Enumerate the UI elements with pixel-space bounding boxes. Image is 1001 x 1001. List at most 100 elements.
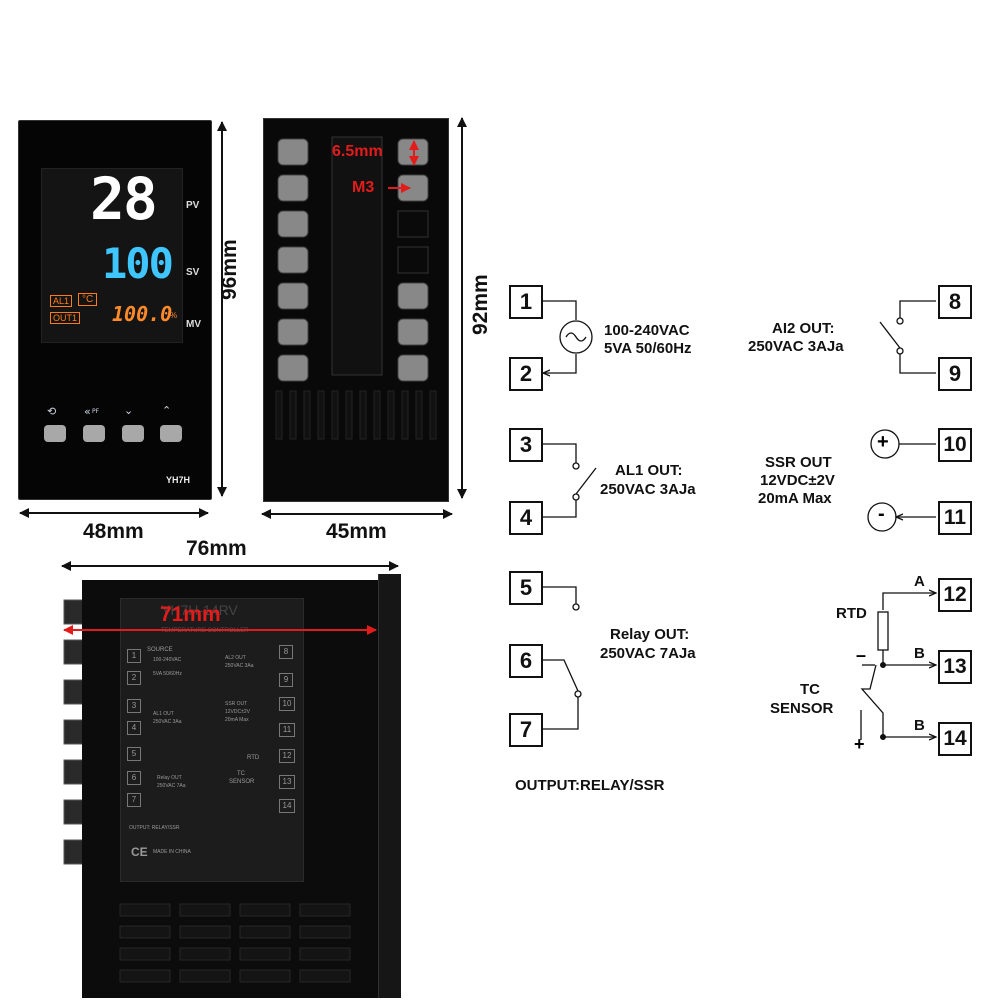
screw-spacing-label: 6.5mm — [332, 143, 383, 160]
terminal-block: 6.5mm M3 — [263, 118, 449, 502]
terminal-13: 13 — [938, 650, 972, 684]
sticker-terminal-6: 6 — [127, 771, 141, 785]
front-width-label: 48mm — [83, 520, 144, 543]
sticker-terminal-7: 7 — [127, 793, 141, 807]
sticker-terminal-14: 14 — [279, 799, 295, 813]
sticker-terminal-8: 8 — [279, 645, 293, 659]
sticker-terminal-4: 4 — [127, 721, 141, 735]
sticker-terminal-2: 2 — [127, 671, 141, 685]
sticker-source: SOURCE — [147, 647, 173, 653]
terminal-5: 5 — [509, 571, 543, 605]
sticker-sensor: SENSOR — [229, 779, 255, 785]
side-dimension-arrows — [261, 117, 467, 519]
sticker-terminal-11: 11 — [279, 723, 295, 737]
relay-label-line1: Relay OUT: — [610, 626, 690, 643]
lcd-display: 28 100 AL1 °C OUT1 100.0 % — [41, 165, 183, 343]
sticker-ssr: SSR OUT — [225, 701, 248, 707]
sticker-al2: AL2 OUT — [225, 655, 246, 661]
side-width-label: 45mm — [326, 520, 387, 543]
sticker-terminal-5: 5 — [127, 747, 141, 761]
down-icon: ⌄ — [124, 404, 134, 417]
al2-label-line1: AI2 OUT: — [772, 320, 835, 337]
sv-label: SV — [186, 267, 200, 278]
sticker-terminal-3: 3 — [127, 699, 141, 713]
sticker-made: MADE IN CHINA — [153, 849, 191, 855]
terminal-4: 4 — [509, 501, 543, 535]
tc-label-line2: SENSOR — [770, 700, 834, 717]
mv-value: 100.0 — [112, 302, 173, 326]
terminal-11: 11 — [938, 501, 972, 535]
terminal-6: 6 — [509, 644, 543, 678]
set-icon: ⟲ — [47, 405, 57, 418]
vent-slots — [119, 903, 351, 983]
rtd-a-label: A — [914, 573, 925, 590]
ssr-plus-symbol: + — [877, 431, 889, 453]
sticker-tc: TC — [237, 771, 245, 777]
sticker-model: YH7H-14RV — [161, 602, 238, 618]
rtd-label: RTD — [836, 605, 867, 622]
front-panel: 28 100 AL1 °C OUT1 100.0 % PV SV MV ⟲ « … — [18, 120, 212, 500]
sticker-relay: Relay OUT — [157, 775, 182, 781]
terminal-3: 3 — [509, 428, 543, 462]
al2-label-line2: 250VAC 3AJa — [748, 338, 844, 355]
ssr-label-line1: SSR OUT — [765, 454, 832, 471]
sticker-terminal-9: 9 — [279, 673, 293, 687]
controller-body: YH7H-14RV TEMPERATURE CONTROLLER SOURCE … — [60, 574, 408, 998]
sticker-relay-rating: 250VAC 7Aa — [157, 783, 186, 789]
shift-button[interactable] — [83, 425, 105, 442]
sticker-al2-rating: 250VAC 3Aa — [225, 663, 254, 669]
shift-icon: « — [84, 405, 91, 418]
sticker-terminal-12: 12 — [279, 749, 295, 763]
out1-indicator: OUT1 — [50, 312, 81, 324]
sticker-rtd: RTD — [247, 755, 260, 761]
body-depth-arrow — [63, 625, 377, 635]
model-label: YH7H — [166, 475, 191, 485]
pf-label: PF — [92, 408, 100, 415]
ssr-minus-symbol: - — [878, 503, 885, 525]
tc-minus-label: – — [856, 645, 867, 665]
terminal-7: 7 — [509, 713, 543, 747]
tc-label-line1: TC — [800, 681, 820, 698]
rtd-b2-label: B — [914, 717, 925, 734]
sticker-al1: AL1 OUT — [153, 711, 174, 717]
front-bezel — [378, 574, 401, 998]
terminal-2: 2 — [509, 357, 543, 391]
relay-label-line2: 250VAC 7AJa — [600, 645, 696, 662]
tc-plus-label: + — [854, 734, 865, 754]
sticker-power2: 5VA 50/60Hz — [153, 671, 182, 677]
sticker-terminal-13: 13 — [279, 775, 295, 789]
al1-label-line2: 250VAC 3AJa — [600, 481, 696, 498]
power-label-line2: 5VA 50/60Hz — [604, 340, 692, 357]
pv-value: 28 — [90, 165, 158, 233]
terminal-1: 1 — [509, 285, 543, 319]
screw-size-label: M3 — [352, 179, 375, 196]
power-label-line1: 100-240VAC — [604, 322, 690, 339]
up-button[interactable] — [160, 425, 182, 442]
ce-mark: CE — [131, 845, 148, 859]
set-button[interactable] — [44, 425, 66, 442]
terminal-screws — [275, 136, 437, 440]
front-dimension-arrows — [19, 121, 227, 518]
body-depth-label: 71mm — [160, 603, 221, 626]
mv-label: MV — [186, 319, 201, 330]
up-icon: ⌃ — [162, 404, 172, 417]
total-depth-label: 76mm — [186, 537, 247, 560]
terminal-9: 9 — [938, 357, 972, 391]
sticker-terminal-1: 1 — [127, 649, 141, 663]
sticker-al1-rating: 250VAC 3Aa — [153, 719, 182, 725]
degc-indicator: °C — [78, 293, 98, 306]
rtd-b1-label: B — [914, 645, 925, 662]
sticker-ssr-rating: 12VDC±2V — [225, 709, 250, 715]
pv-label: PV — [186, 200, 200, 211]
al1-label-line1: AL1 OUT: — [615, 462, 683, 479]
terminal-8: 8 — [938, 285, 972, 319]
ssr-label-line3: 20mA Max — [758, 490, 832, 507]
down-button[interactable] — [122, 425, 144, 442]
label-sticker: YH7H-14RV TEMPERATURE CONTROLLER SOURCE … — [120, 598, 304, 882]
terminal-12: 12 — [938, 578, 972, 612]
sv-value: 100 — [102, 239, 174, 288]
depth-dimension-arrow — [61, 561, 399, 571]
terminal-14: 14 — [938, 722, 972, 756]
ssr-label-line2: 12VDC±2V — [760, 472, 835, 489]
